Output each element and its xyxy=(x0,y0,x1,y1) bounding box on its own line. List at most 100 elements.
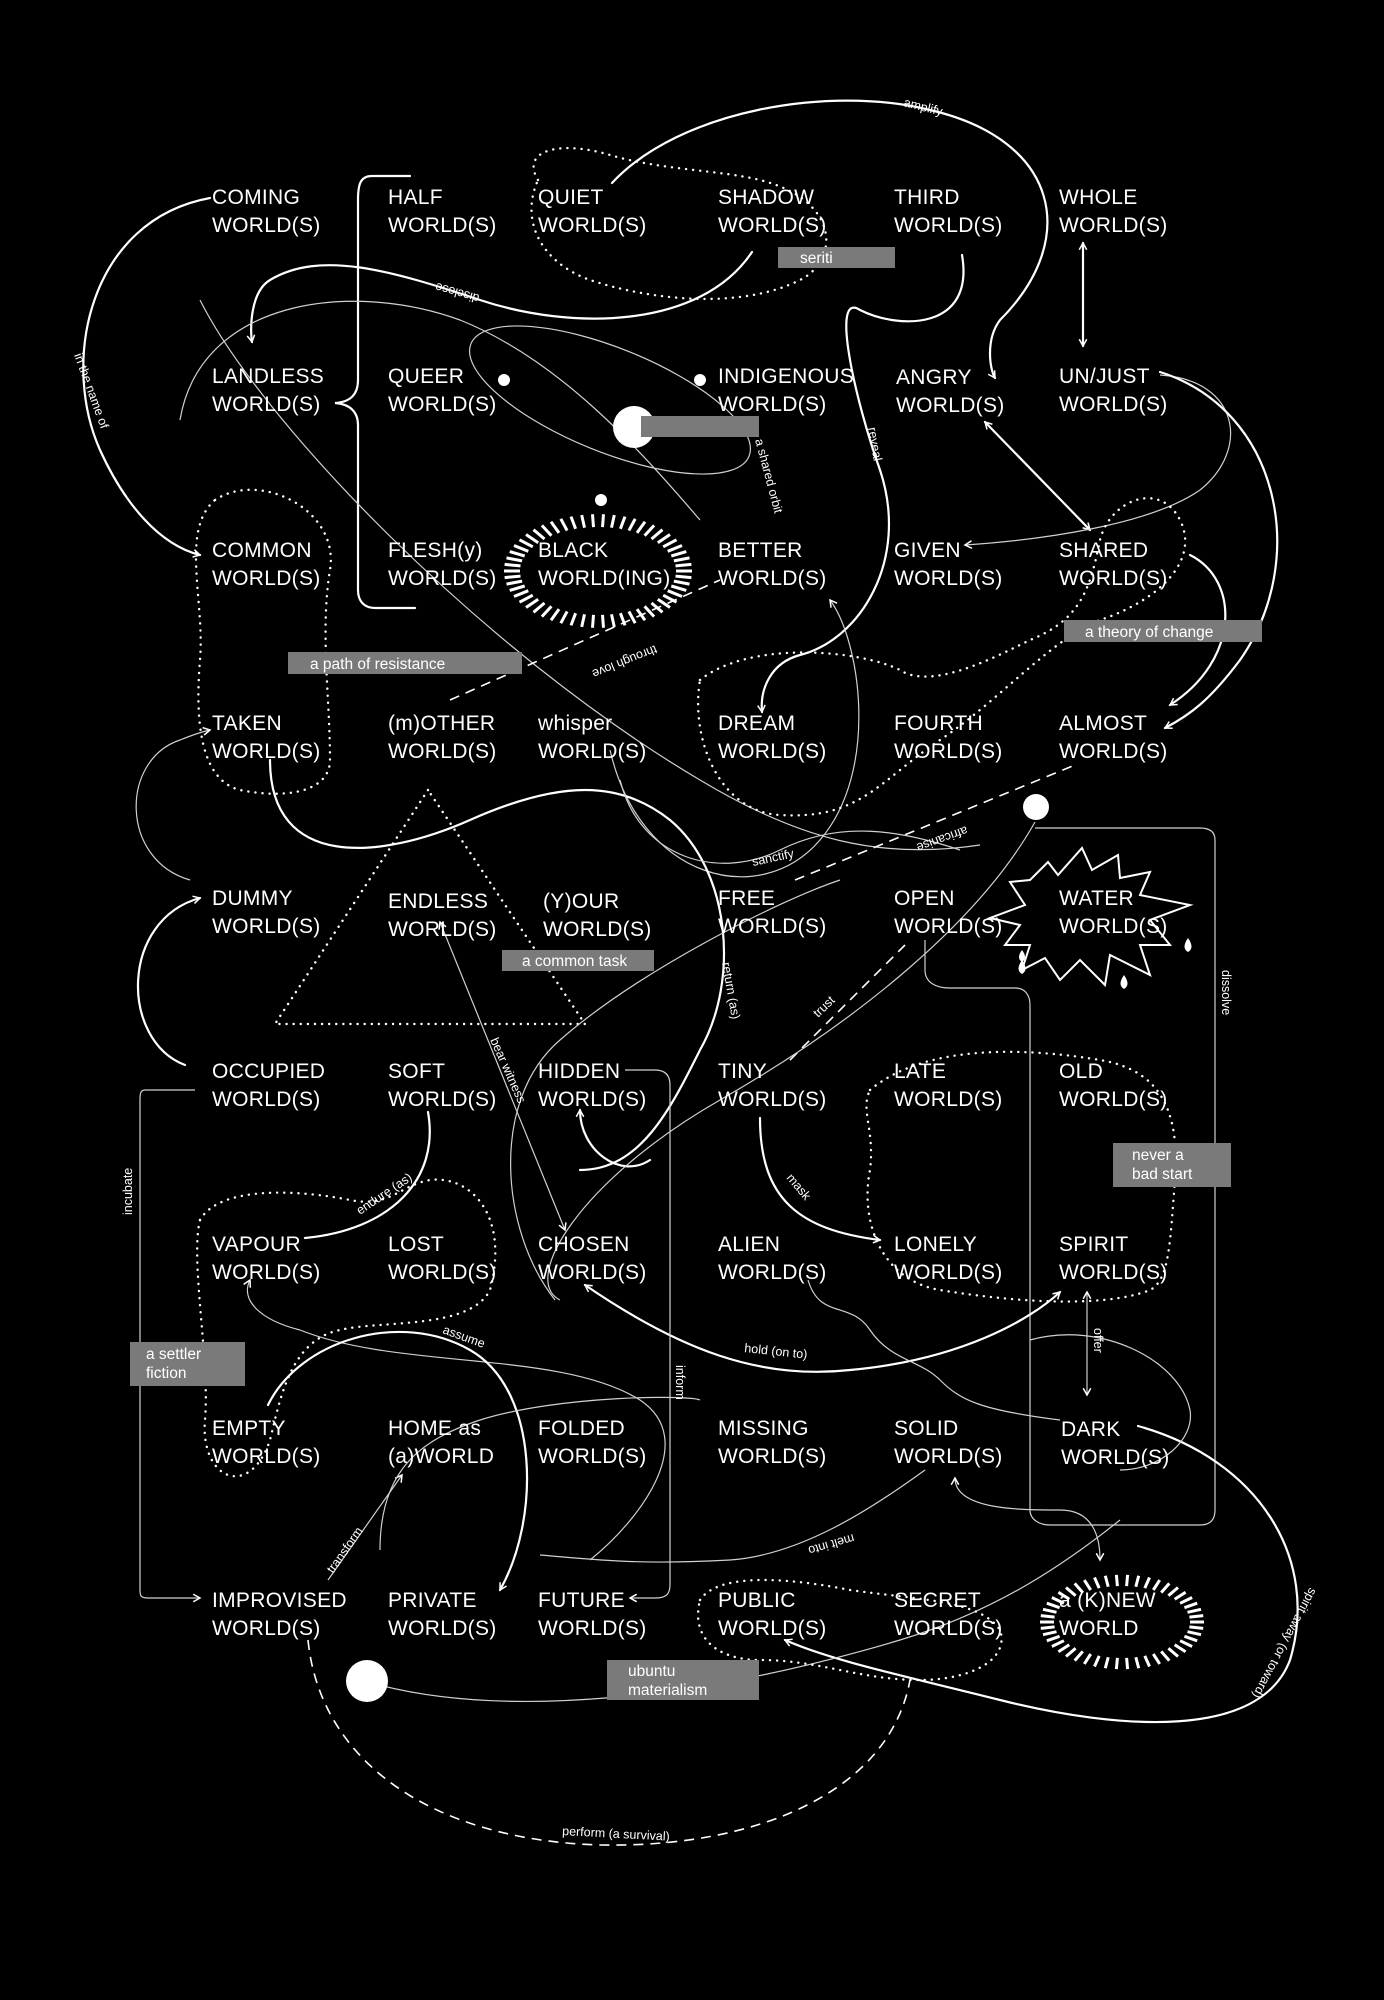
burst-ray xyxy=(1051,1596,1065,1605)
burst-ray xyxy=(643,605,656,618)
curve-in-the-name-of xyxy=(82,196,212,555)
burst-ray xyxy=(1187,1607,1202,1614)
water-splash-icon xyxy=(986,846,1194,988)
curve-hidden-return xyxy=(580,1110,652,1168)
tag-settler-line1: a settler xyxy=(146,1346,201,1363)
node-flesh: FLESH(y)WORLD(S) xyxy=(388,539,497,590)
curve-taken-wave xyxy=(268,758,726,1172)
burst-ray xyxy=(1173,1643,1187,1654)
tag-never-line2: bad start xyxy=(1132,1166,1193,1183)
burst-ray xyxy=(509,550,526,558)
curve-reveal xyxy=(762,253,965,712)
burst-ray xyxy=(662,538,678,549)
burst-ray xyxy=(656,533,671,544)
burst-ray xyxy=(1187,1630,1202,1637)
burst-ray xyxy=(532,528,546,541)
orbit-small-dot-icon xyxy=(595,494,607,506)
tag-path-of-resistance: a path of resistance xyxy=(310,656,445,673)
burst-ray xyxy=(518,593,534,604)
tag-theory-of-change: a theory of change xyxy=(1085,624,1213,641)
curve-melt-into xyxy=(539,1469,926,1563)
burst-ray xyxy=(1057,1590,1071,1601)
water-drop-icon xyxy=(1120,975,1128,989)
curve-ubuntu xyxy=(367,1519,1121,1702)
indigenous-grey-bar xyxy=(641,416,759,437)
tags: seriti a theory of change a path of resi… xyxy=(130,247,1262,1700)
burst-ray xyxy=(635,520,647,534)
curve-perform xyxy=(307,1639,911,1846)
burst-ray xyxy=(1183,1634,1198,1643)
burst-ray xyxy=(618,516,627,530)
bracket-landless xyxy=(334,174,417,610)
burst-ray xyxy=(673,556,690,563)
burst-ray xyxy=(1083,1653,1092,1665)
curve-unjust-given xyxy=(965,374,1232,545)
water-drop-icon xyxy=(1019,950,1025,962)
burst-ray xyxy=(1046,1601,1061,1610)
burst-ray xyxy=(1189,1625,1204,1630)
burst-ray xyxy=(1051,1639,1065,1648)
tag-ubuntu-line2: materialism xyxy=(628,1682,707,1699)
burst-ray xyxy=(518,538,534,549)
burst-ray xyxy=(667,544,683,553)
curve-inform xyxy=(625,1069,671,1598)
burst-ray xyxy=(591,614,595,628)
curve-alien-squiggle xyxy=(807,1279,1061,1421)
curve-tiny-diag xyxy=(547,821,1036,1301)
tag-seriti: seriti xyxy=(800,250,833,267)
burst-ray xyxy=(532,601,546,614)
label-perform: perform (a survival) xyxy=(562,1824,670,1844)
burst-ray xyxy=(1167,1586,1179,1597)
burst-ray xyxy=(1083,1579,1092,1591)
burst-ray xyxy=(670,550,687,558)
burst-ray xyxy=(627,518,637,532)
curve-assume xyxy=(247,1280,301,1331)
curve-amplify xyxy=(610,99,1049,378)
curve-unjust-almost xyxy=(1158,370,1279,730)
burst-ray xyxy=(610,514,616,529)
burst-ray xyxy=(504,562,521,568)
burst-ray xyxy=(525,598,540,609)
knew-burst-icon xyxy=(1040,1574,1204,1670)
burst-ray xyxy=(1093,1576,1101,1589)
tag-theory-box xyxy=(1064,620,1262,642)
burst-ray xyxy=(525,533,540,544)
black-burst-icon xyxy=(504,514,692,628)
burst-ray xyxy=(610,613,616,628)
curve-occupied-dummy xyxy=(136,898,200,1067)
burst-ray xyxy=(1143,1655,1151,1668)
curve-angry-shared xyxy=(983,422,1092,530)
burst-ray xyxy=(675,562,692,568)
triangle-dotted xyxy=(272,787,588,1026)
tag-common-task-box xyxy=(502,950,654,971)
tag-common-task: a common task xyxy=(522,953,627,970)
curve-empty-private xyxy=(266,1330,529,1590)
burst-ray xyxy=(618,612,627,626)
burst-ray xyxy=(1073,1650,1084,1662)
burst-ray xyxy=(1152,1579,1161,1591)
loop-common xyxy=(194,488,333,795)
loop-shadow xyxy=(530,146,828,301)
curve-whisper-loop xyxy=(619,779,961,864)
almost-dot-icon xyxy=(1023,794,1049,820)
burst-ray xyxy=(504,574,521,580)
